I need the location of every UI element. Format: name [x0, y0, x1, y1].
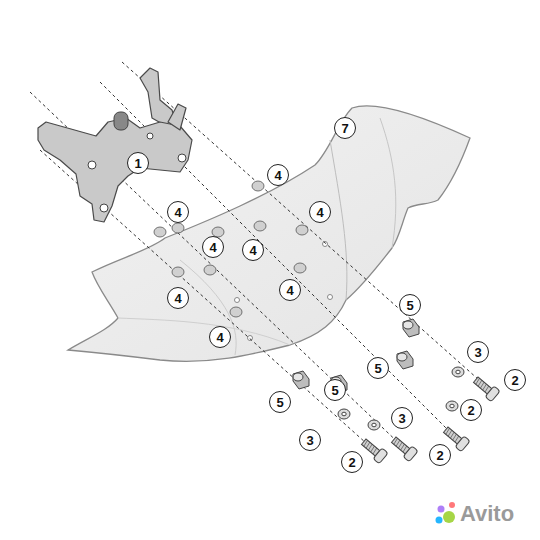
callout-number: 3: [391, 407, 413, 429]
callout-number: 3: [299, 429, 321, 451]
callout-number: 4: [242, 239, 264, 261]
callout-number: 4: [279, 279, 301, 301]
watermark: Avito: [460, 503, 514, 525]
callout-number: 4: [167, 201, 189, 223]
callout-number: 5: [367, 357, 389, 379]
callout-number: 4: [309, 201, 331, 223]
callout-number: 4: [167, 287, 189, 309]
callout-number: 1: [127, 152, 149, 174]
callout-number: 2: [341, 451, 363, 473]
callout-number: 5: [324, 379, 346, 401]
callout-number: 2: [429, 444, 451, 466]
callout-number: 5: [399, 294, 421, 316]
callout-number: 4: [202, 236, 224, 258]
callout-number: 4: [267, 164, 289, 186]
callout-number: 2: [460, 399, 482, 421]
callout-number: 7: [334, 117, 356, 139]
callout-number: 5: [269, 391, 291, 413]
mounting-bracket: [38, 68, 192, 222]
watermark-logo: [436, 502, 456, 524]
callout-number: 2: [504, 369, 526, 391]
callout-number: 4: [209, 326, 231, 348]
callout-number: 3: [467, 341, 489, 363]
